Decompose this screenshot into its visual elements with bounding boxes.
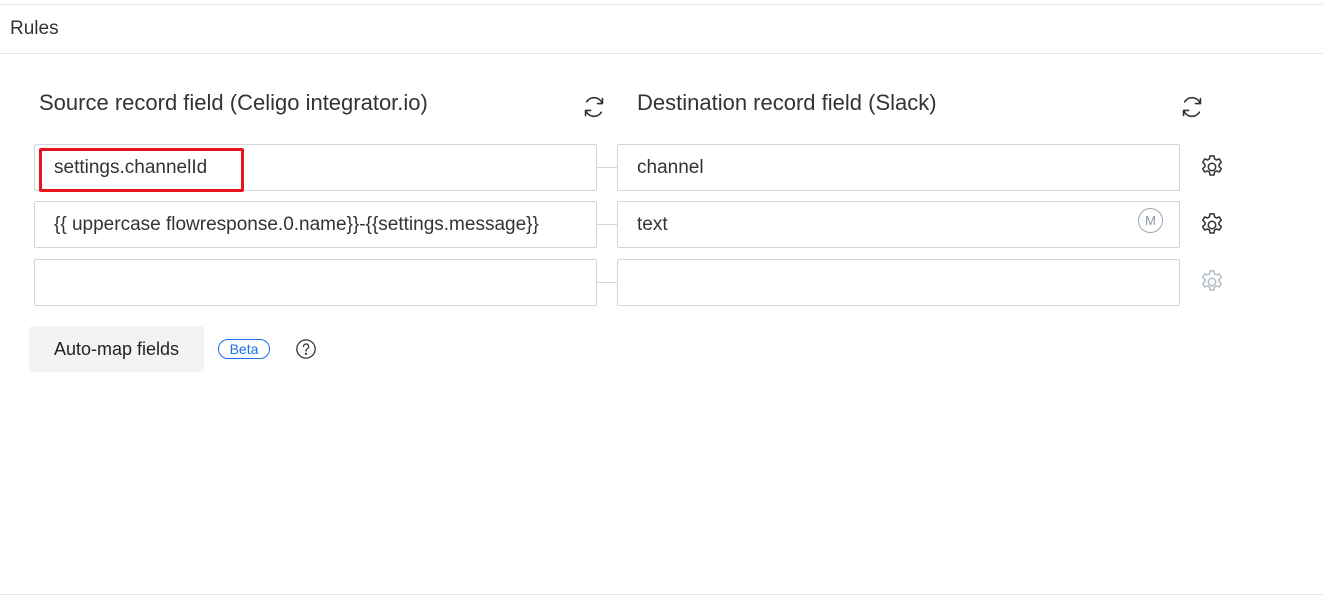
source-field-input[interactable] [34, 259, 597, 306]
mapping-connector [597, 224, 617, 225]
question-circle-icon[interactable] [295, 338, 317, 360]
beta-badge: Beta [218, 339, 270, 359]
destination-field-value: channel [637, 156, 704, 178]
destination-field-input[interactable]: text [617, 201, 1180, 248]
source-field-value: {{ uppercase flowresponse.0.name}}-{{set… [54, 213, 539, 235]
destination-column-title: Destination record field (Slack) [637, 90, 937, 115]
source-field-input[interactable]: {{ uppercase flowresponse.0.name}}-{{set… [34, 201, 597, 248]
automap-fields-button[interactable]: Auto-map fields [29, 326, 204, 372]
top-divider [0, 4, 1323, 5]
source-column-title: Source record field (Celigo integrator.i… [39, 90, 428, 115]
refresh-source-icon[interactable] [581, 94, 607, 120]
destination-field-value: text [637, 213, 668, 235]
refresh-destination-icon[interactable] [1179, 94, 1205, 120]
mapping-connector [597, 282, 617, 283]
bottom-divider [0, 594, 1323, 595]
m-circle-icon: M [1138, 208, 1163, 233]
gear-icon[interactable] [1198, 211, 1226, 239]
source-field-value: settings.channelId [54, 156, 208, 178]
section-title: Rules [10, 18, 59, 39]
destination-field-input[interactable]: channel [617, 144, 1180, 191]
gear-icon[interactable] [1198, 153, 1226, 181]
source-field-input[interactable]: settings.channelId [34, 144, 597, 191]
destination-field-input[interactable] [617, 259, 1180, 306]
mapping-connector [597, 167, 617, 168]
gear-icon[interactable] [1198, 268, 1226, 296]
section-header: Rules [0, 5, 1323, 54]
